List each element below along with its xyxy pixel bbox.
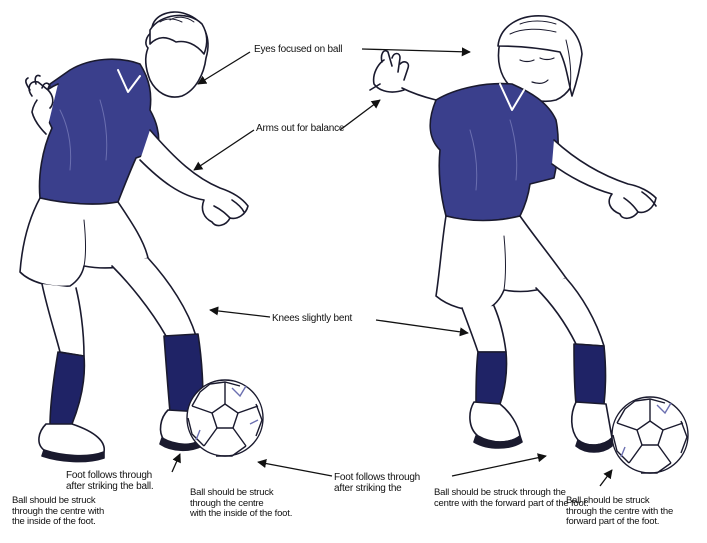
label-ball-inside-left: Ball should be struck through the centre… [12,496,104,528]
label-arms-out: Arms out for balance [256,123,344,134]
right-player-sock-right [574,344,606,404]
left-player-shirt [40,59,159,204]
right-player-shoe-right [572,402,612,445]
label-follow-through-left: Foot follows through after striking the … [66,470,153,492]
left-soccer-ball [187,380,263,456]
right-player-illustration [370,16,656,452]
left-player-sock-left [50,352,84,426]
right-soccer-ball [612,397,688,473]
label-ball-inside-mid: Ball should be struck through the centre… [190,488,292,520]
label-ball-forward-right: Ball should be struck through the centre… [566,496,673,528]
label-follow-through-center: Foot follows through after striking the [334,472,420,494]
right-player-sock-left [476,352,507,404]
label-eyes-focused: Eyes focused on ball [254,44,342,55]
right-player-shirt [430,84,558,221]
label-knees-bent: Knees slightly bent [272,313,352,324]
